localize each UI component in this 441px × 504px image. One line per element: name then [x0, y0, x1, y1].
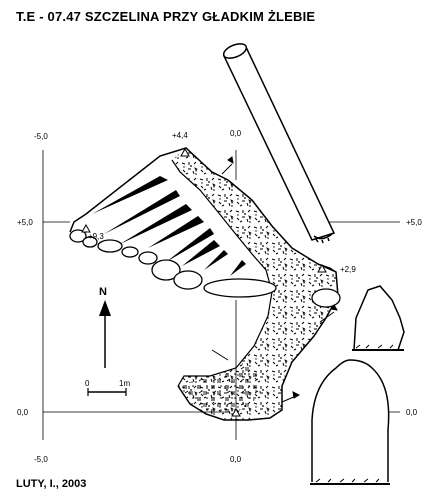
cross-section-small	[352, 285, 405, 351]
author-credit: LUTY, I., 2003	[16, 478, 87, 490]
north-arrow: N	[99, 286, 111, 368]
grid-label-x-neg5-bottom: -5,0	[34, 455, 48, 464]
north-label: N	[99, 286, 107, 298]
boulders	[69, 229, 341, 308]
grid-label-y-pos5-right: +5,0	[406, 218, 422, 227]
grid-label-x-0-top: 0,0	[230, 129, 242, 138]
scale-bar: 0 1m	[85, 379, 130, 396]
cave-plan	[69, 147, 341, 421]
elevation-right: +2,9	[340, 265, 356, 274]
cross-section-large	[310, 359, 390, 485]
slope-wedges	[92, 176, 246, 276]
grid-label-x-neg5-top: -5,0	[34, 132, 48, 141]
scale-start: 0	[85, 379, 90, 388]
map-title: T.E - 07.47 SZCZELINA PRZY GŁADKIM ŻLEBI…	[16, 9, 316, 24]
grid-label-y-pos5-left: +5,0	[17, 218, 33, 227]
grid-labels: -5,0 0,0 -5,0 0,0 +5,0 +5,0 0,0 0,0	[17, 129, 422, 464]
grid-label-y-0-left: 0,0	[17, 408, 29, 417]
scale-end: 1m	[119, 379, 130, 388]
survey-stations	[81, 147, 327, 417]
section-markers	[211, 156, 338, 403]
elevation-left: +9,3	[88, 232, 104, 241]
grid-label-x-0-bottom: 0,0	[230, 455, 242, 464]
log-block	[222, 43, 336, 244]
grid-label-y-0-right: 0,0	[406, 408, 418, 417]
elevation-top: +4,4	[172, 131, 188, 140]
elevation-labels: +4,4 +9,3 +2,9	[88, 131, 356, 274]
